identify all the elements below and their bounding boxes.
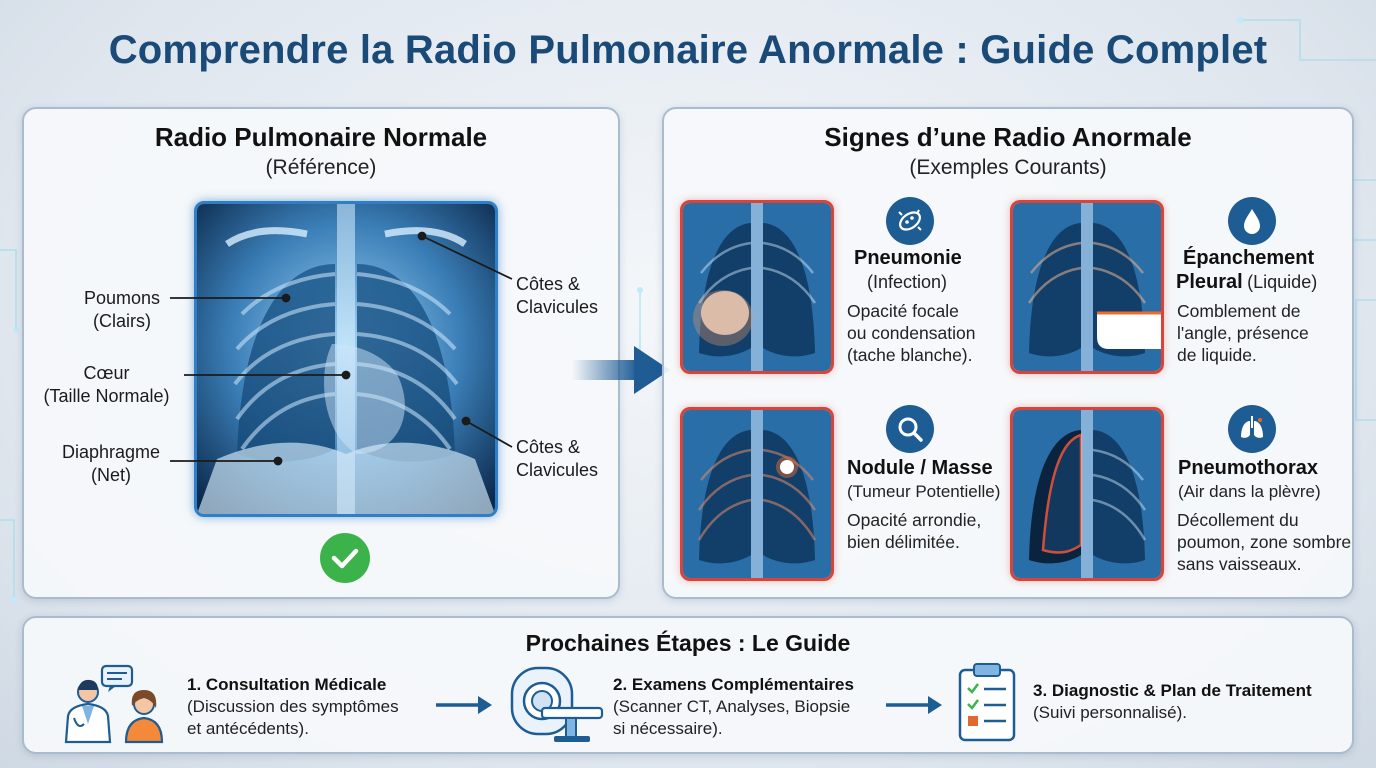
pneumothorax-sub: (Air dans la plèvre)	[1178, 482, 1321, 501]
pneumonia-sub: (Infection)	[867, 272, 948, 292]
lungs-icon	[1228, 405, 1276, 453]
label-ribs-bottom: Côtes & Clavicules	[516, 436, 611, 482]
pneumonia-desc: Opacité focale ou condensation (tache bl…	[847, 300, 975, 366]
label-ribs-bottom-line2: Clavicules	[516, 460, 599, 480]
step-arrow-icon-1	[436, 696, 492, 714]
pneumothorax-desc-line3: sans vaisseaux.	[1177, 554, 1302, 574]
step1-desc-line1: (Discussion des symptômes	[187, 697, 399, 716]
pneumothorax-desc-line2: poumon, zone sombre	[1177, 532, 1352, 552]
label-heart-line2: (Taille Normale)	[43, 386, 170, 406]
nodule-name: Nodule / Masse	[847, 457, 993, 479]
next-steps-title: Prochaines Étapes : Le Guide	[525, 630, 851, 656]
label-heart-line1: Cœur	[83, 363, 130, 383]
pneumonia-desc-line3: (tache blanche).	[847, 345, 973, 365]
normal-xray-panel: Radio Pulmonaire Normale (Référence) Pou…	[22, 107, 620, 599]
label-ribs-top-line2: Clavicules	[516, 297, 599, 317]
pneumonia-xray-image	[680, 200, 834, 374]
step3-desc: (Suivi personnalisé).	[1033, 702, 1187, 724]
label-ribs-top: Côtes & Clavicules	[516, 273, 611, 319]
pleural-effusion-desc: Comblement de l'angle, présence de liqui…	[1177, 300, 1309, 366]
clipboard-icon	[958, 663, 1016, 742]
pneumothorax-desc-line1: Décollement du	[1177, 510, 1299, 530]
step1-desc: (Discussion des symptômes et antécédents…	[187, 696, 399, 740]
normal-panel-subtitle: (Référence)	[265, 156, 377, 179]
abnormal-panel-subtitle: (Exemples Courants)	[909, 156, 1107, 179]
label-ribs-bottom-line1: Côtes &	[516, 437, 581, 457]
label-lungs-line1: Poumons	[83, 288, 161, 308]
step3-desc-line1: (Suivi personnalisé).	[1033, 703, 1188, 722]
step1-title: 1. Consultation Médicale	[187, 675, 387, 694]
pneumothorax-desc: Décollement du poumon, zone sombre sans …	[1177, 509, 1351, 575]
step2-desc: (Scanner CT, Analyses, Biopsie si nécess…	[613, 696, 850, 740]
abnormal-panel-title: Signes d’une Radio Anormale	[824, 122, 1192, 152]
nodule-sub: (Tumeur Potentielle)	[847, 482, 1001, 501]
pneumothorax-name: Pneumothorax	[1178, 457, 1319, 479]
normal-check-icon	[320, 533, 370, 583]
step2-desc-line2: si nécessaire).	[613, 719, 723, 738]
pleural-effusion-name-line2: Pleural (Liquide)	[1176, 270, 1317, 296]
pneumothorax-xray-image	[1010, 407, 1164, 581]
pneumonia-desc-line2: ou condensation	[847, 323, 976, 343]
label-leader-lines	[170, 231, 513, 466]
pleural-effusion-xray-image	[1010, 200, 1164, 374]
nodule-xray-image	[680, 407, 834, 581]
label-heart: Cœur (Taille Normale)	[34, 362, 179, 408]
pneumonia-name: Pneumonie	[854, 247, 962, 269]
pneumonia-desc-line1: Opacité focale	[847, 301, 959, 321]
label-diaphragm-line2: (Net)	[91, 465, 131, 485]
pleural-effusion-desc-line3: de liquide.	[1177, 345, 1257, 365]
nodule-desc-line2: bien délimitée.	[847, 532, 960, 552]
abnormal-signs-panel: Signes d’une Radio Anormale (Exemples Co…	[662, 107, 1354, 599]
nodule-desc: Opacité arrondie, bien délimitée.	[847, 509, 981, 553]
normal-chest-xray-image	[194, 201, 498, 517]
step3-title: 3. Diagnostic & Plan de Traitement	[1033, 681, 1312, 700]
label-diaphragm-line1: Diaphragme	[61, 442, 161, 462]
step2-desc-line1: (Scanner CT, Analyses, Biopsie	[613, 697, 851, 716]
pleural-effusion-desc-line2: l'angle, présence	[1177, 323, 1309, 343]
label-lungs-line2: (Clairs)	[93, 311, 151, 331]
normal-panel-title: Radio Pulmonaire Normale	[154, 122, 488, 152]
label-lungs: Poumons (Clairs)	[62, 287, 182, 333]
label-diaphragm: Diaphragme (Net)	[52, 441, 170, 487]
pleural-effusion-name-line1: Épanchement	[1183, 247, 1315, 269]
droplet-icon	[1228, 197, 1276, 245]
step-arrow-icon-2	[886, 696, 942, 714]
next-steps-panel: Prochaines Étapes : Le Guide 1. Consulta…	[22, 616, 1354, 754]
magnifier-icon	[886, 405, 934, 453]
doctor-patient-icon	[64, 664, 164, 744]
nodule-desc-line1: Opacité arrondie,	[847, 510, 982, 530]
label-ribs-top-line1: Côtes &	[516, 274, 581, 294]
step2-title: 2. Examens Complémentaires	[613, 675, 854, 694]
main-title: Comprendre la Radio Pulmonaire Anormale …	[108, 28, 1268, 72]
pleural-effusion-sub: (Liquide)	[1247, 272, 1318, 292]
bacteria-icon	[886, 197, 934, 245]
ct-scanner-icon	[510, 666, 604, 742]
pleural-effusion-name-bold: Pleural	[1176, 271, 1243, 293]
pleural-effusion-desc-line1: Comblement de	[1177, 301, 1301, 321]
step1-desc-line2: et antécédents).	[187, 719, 309, 738]
transition-arrow-icon	[572, 346, 670, 394]
